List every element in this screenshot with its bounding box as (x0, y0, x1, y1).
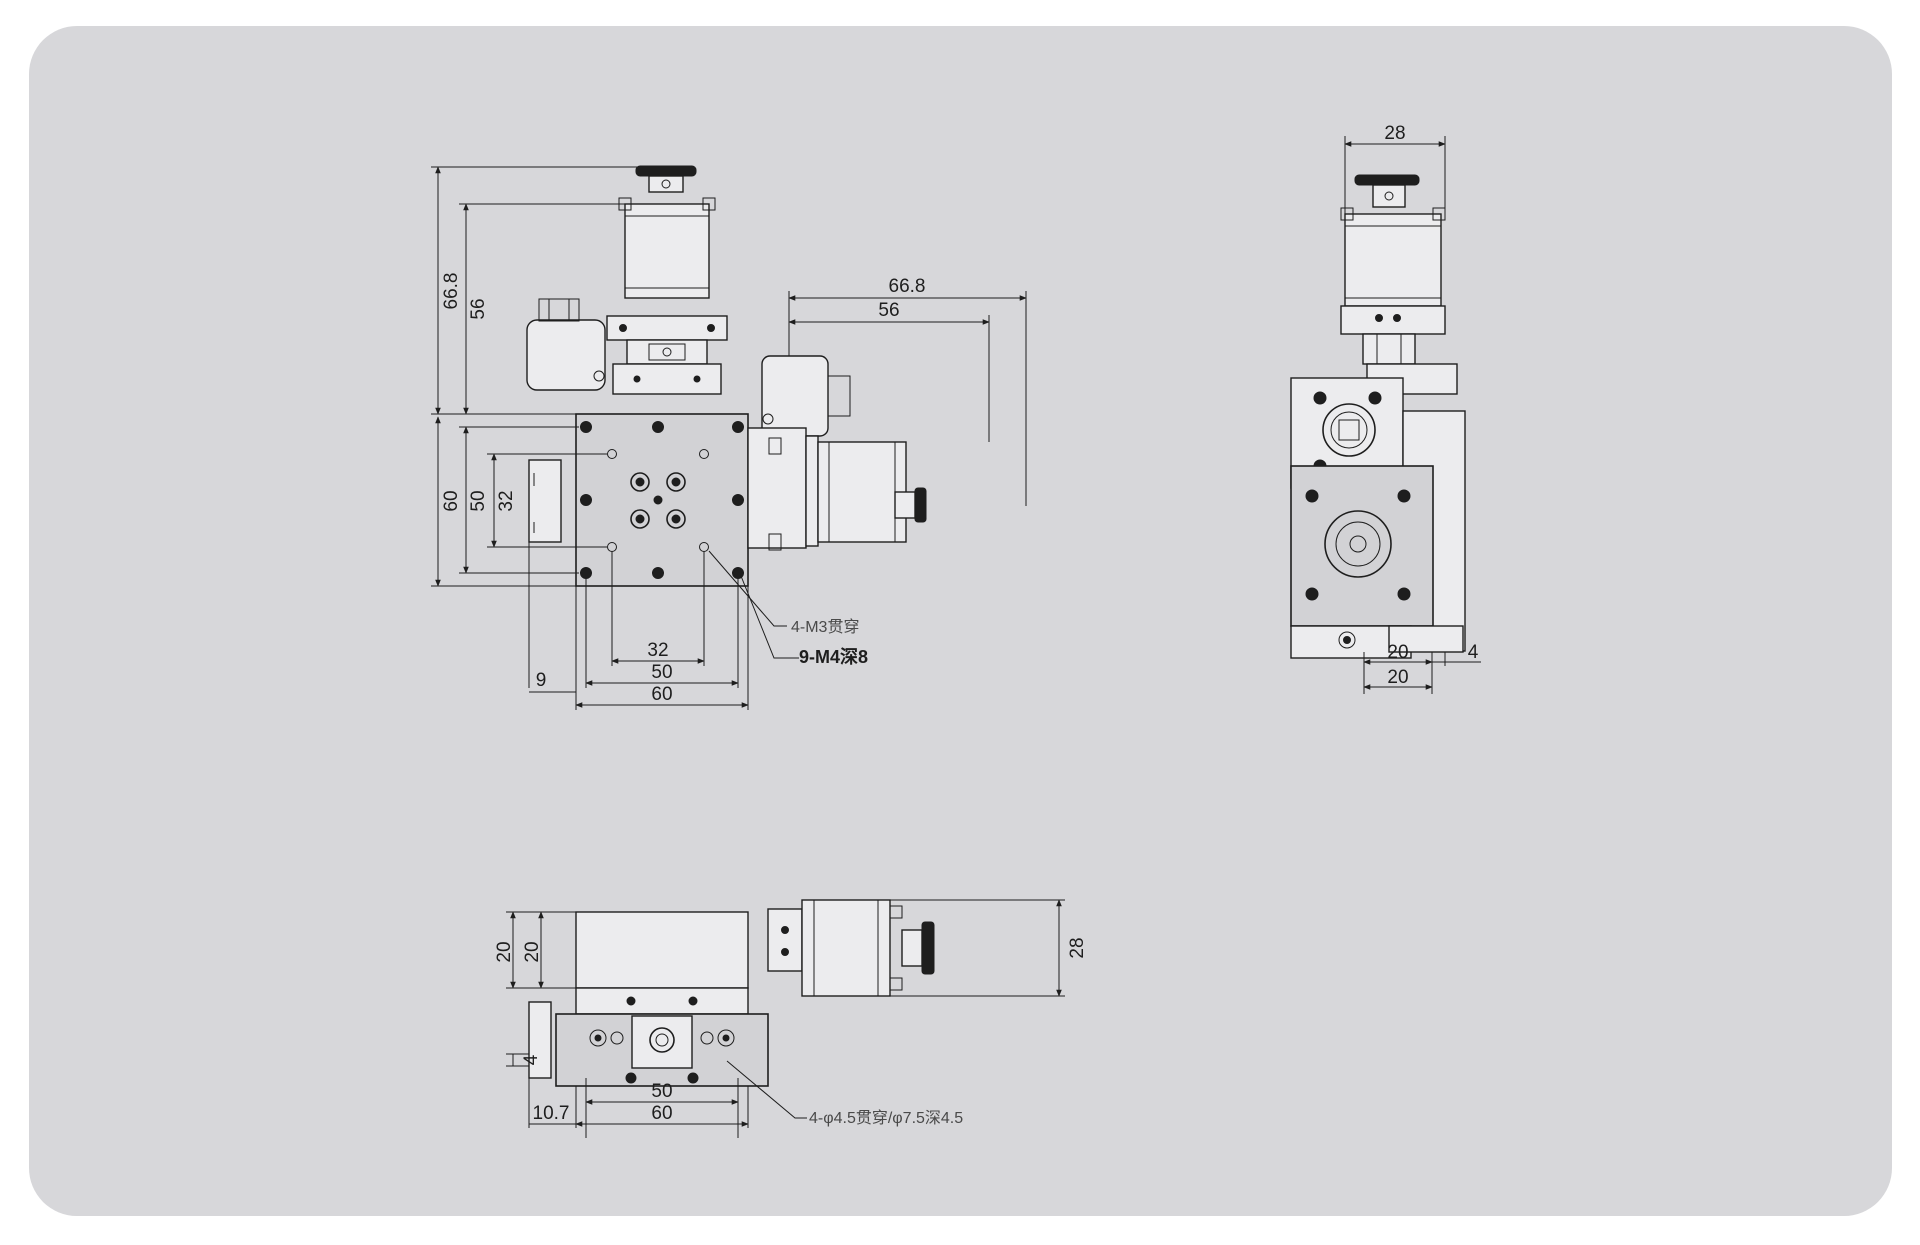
sensor-box (526, 319, 606, 391)
front-stepper-motor (801, 899, 891, 997)
side-stepper-motor (1344, 213, 1442, 307)
front-view: 20 20 4 28 50 60 10.7 4-φ4.5贯穿/φ7.5深4.5 (494, 899, 1088, 1138)
dim-front-height-motor: 28 (1067, 937, 1088, 958)
note-front-holes: 4-φ4.5贯穿/φ7.5深4.5 (809, 1109, 963, 1127)
note-m4-holes: 9-M4深8 (799, 646, 868, 667)
dim-front-offset-left: 10.7 (533, 1103, 570, 1124)
dim-top-width-holes: 50 (651, 662, 672, 683)
dim-side-width-base-2: 20 (1387, 667, 1408, 688)
dim-front-width-holes: 50 (651, 1081, 672, 1102)
front-motor-knob (921, 921, 935, 975)
stepper-motor-right (817, 441, 907, 543)
dim-side-width-base-1: 20 (1387, 642, 1408, 663)
dim-side-width-top: 28 (1384, 123, 1405, 144)
dim-top-width-inner: 32 (647, 640, 668, 661)
drawing-panel: 66.8 56 60 50 32 66.8 56 32 (29, 26, 1892, 1216)
side-motor-knob (1354, 174, 1420, 186)
dim-top-width-body: 60 (651, 684, 672, 705)
dim-top-height-body: 60 (441, 490, 462, 511)
dim-top-width-motor-overall: 66.8 (889, 276, 926, 297)
technical-drawing: 66.8 56 60 50 32 66.8 56 32 (431, 123, 1481, 1138)
dim-front-height-1: 20 (494, 941, 515, 962)
dim-front-width-body: 60 (651, 1103, 672, 1124)
dim-top-height-holes: 50 (468, 490, 489, 511)
dim-front-height-small: 4 (521, 1054, 542, 1065)
dim-top-height-inner: 32 (496, 490, 517, 511)
dim-top-height-motor: 56 (468, 298, 489, 319)
side-connector (1322, 403, 1376, 457)
side-view: 28 20 20 4 (1290, 123, 1481, 694)
dim-top-height-overall: 66.8 (441, 273, 462, 310)
dim-top-offset-left: 9 (536, 670, 547, 691)
sensor-box-right (761, 355, 829, 437)
motor-knob-right (914, 487, 927, 523)
note-m3-holes: 4-M3贯穿 (791, 618, 859, 636)
dim-top-width-motor: 56 (878, 300, 899, 321)
top-view: 66.8 56 60 50 32 66.8 56 32 (431, 165, 1027, 710)
front-stage-top (575, 911, 749, 989)
dim-front-height-2: 20 (522, 941, 543, 962)
stepper-motor (624, 203, 710, 299)
dim-side-offset-right: 4 (1468, 642, 1479, 663)
